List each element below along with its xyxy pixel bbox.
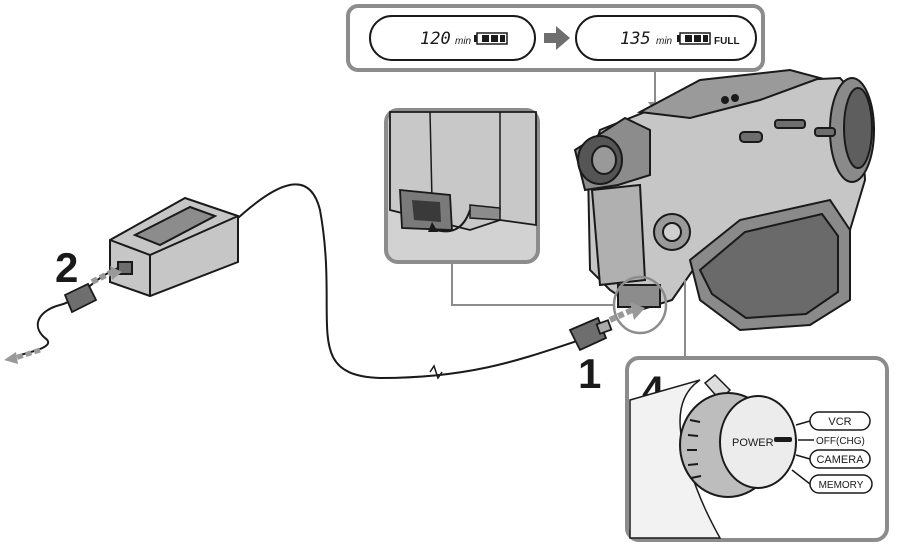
lcd-after-display: 135 min FULL <box>575 15 757 61</box>
step-2-label: 2 <box>55 244 78 291</box>
lcd-full-label: FULL <box>714 36 740 47</box>
lcd-display-panel: 120 min 135 min <box>346 4 765 72</box>
dc-plug <box>568 316 613 352</box>
svg-text:CAMERA: CAMERA <box>816 454 864 466</box>
power-dial-label: POWER <box>732 437 774 449</box>
lcd-after-unit: min <box>656 36 673 47</box>
battery-icon <box>474 32 508 45</box>
ac-adaptor <box>109 196 239 298</box>
lcd-before-display: 120 min <box>369 15 536 61</box>
power-position-vcr: VCR <box>795 411 871 431</box>
power-position-memory: MEMORY <box>791 469 873 494</box>
power-position-off-chg: OFF(CHG) <box>798 436 865 447</box>
svg-text:OFF(CHG): OFF(CHG) <box>816 436 865 447</box>
power-dial-indicator <box>774 437 792 442</box>
lcd-before-unit: min <box>455 36 472 47</box>
lcd-after-minutes: 135 <box>620 29 651 49</box>
plug-in-arrow <box>608 302 645 323</box>
power-position-camera: CAMERA <box>795 449 871 469</box>
svg-text:MEMORY: MEMORY <box>819 480 864 491</box>
jack-detail-inset <box>384 108 540 264</box>
inset-leader <box>451 262 615 306</box>
battery-full-icon <box>677 32 711 45</box>
dc-cable <box>237 183 581 380</box>
camcorder <box>573 68 875 332</box>
right-arrow-icon <box>544 26 570 50</box>
power-dial-inset: 4 POWER VCR OFF(CHG) CAMERA MEMORY <box>625 356 889 542</box>
step-1-label: 1 <box>578 350 601 397</box>
to-wall-outlet-arrow <box>14 347 41 361</box>
mains-plug <box>63 282 98 314</box>
lcd-before-minutes: 120 <box>420 29 451 49</box>
svg-text:VCR: VCR <box>828 416 851 428</box>
